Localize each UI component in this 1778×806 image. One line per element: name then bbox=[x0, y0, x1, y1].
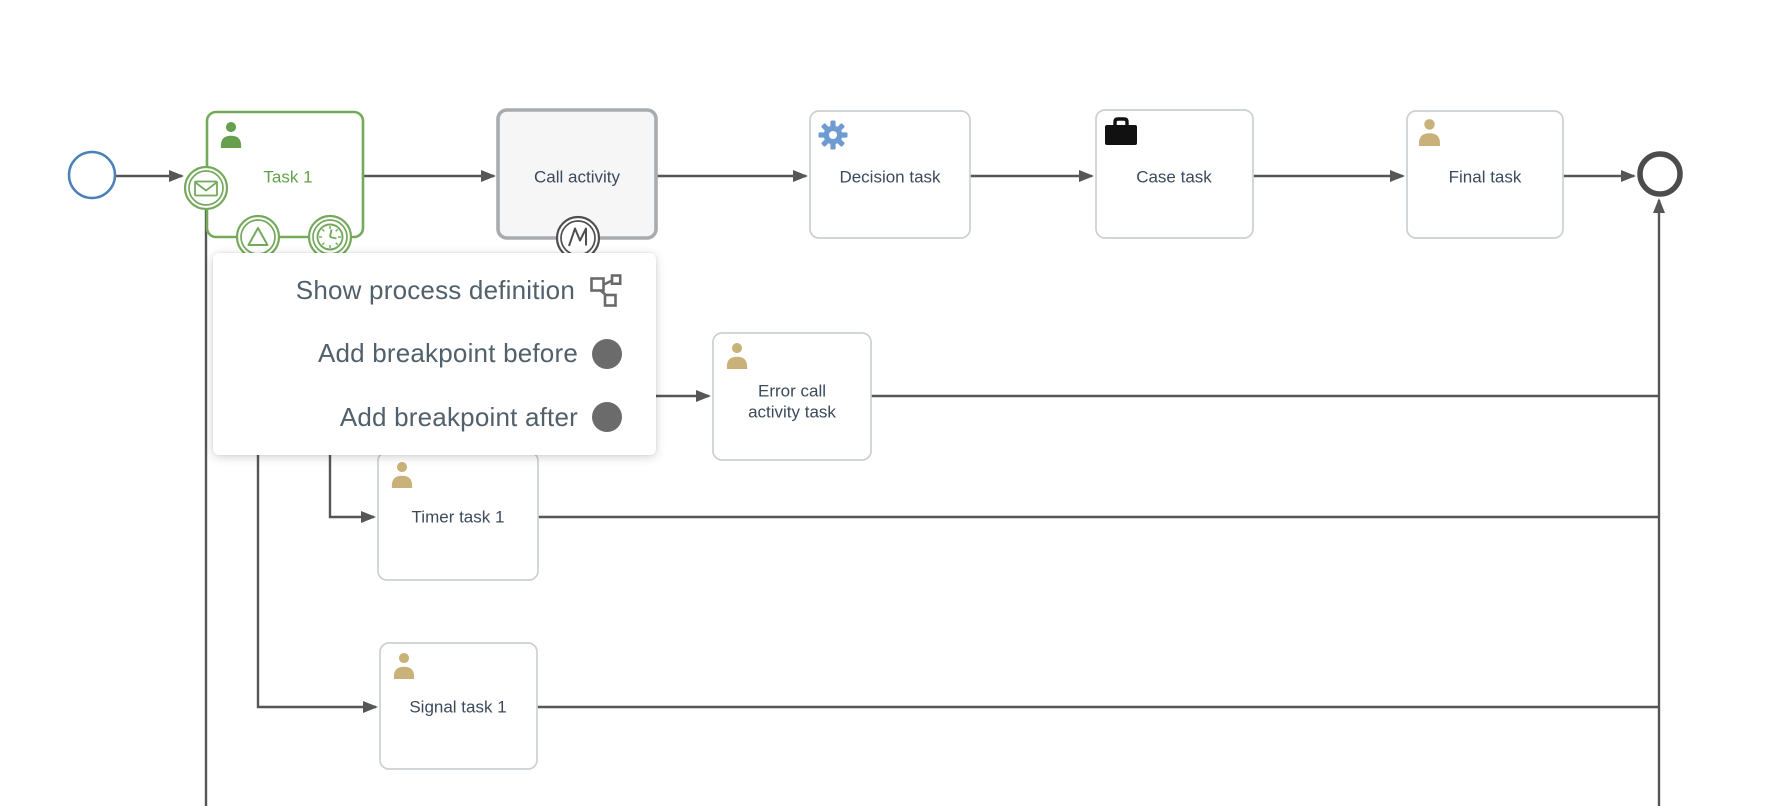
task-label: Timer task 1 bbox=[412, 508, 505, 527]
task-task1[interactable]: Task 1 bbox=[205, 110, 365, 239]
menu-item-label: Add breakpoint after bbox=[339, 401, 578, 432]
task-label: Case task bbox=[1136, 168, 1212, 187]
briefcase-icon bbox=[1105, 117, 1137, 145]
task-signal[interactable]: Signal task 1 bbox=[379, 642, 538, 770]
menu-item-label: Add breakpoint before bbox=[317, 338, 578, 369]
task-final[interactable]: Final task bbox=[1406, 110, 1564, 239]
clock-icon bbox=[316, 223, 344, 251]
menu-item-add-breakpoint-after[interactable]: Add breakpoint after bbox=[213, 387, 656, 447]
context-menu: Show process definition Add breakpoint b… bbox=[213, 253, 656, 455]
task-error-call-activity[interactable]: Error call activity task bbox=[712, 332, 872, 461]
error-lightning-icon bbox=[568, 227, 587, 247]
breakpoint-dot-icon bbox=[592, 338, 622, 369]
envelope-icon bbox=[194, 180, 218, 197]
task-label: Call activity bbox=[534, 168, 620, 187]
process-definition-icon bbox=[590, 274, 622, 307]
end-event[interactable] bbox=[1637, 151, 1683, 197]
signal-triangle-icon bbox=[247, 227, 269, 246]
breakpoint-dot-icon bbox=[592, 402, 622, 433]
signal-boundary-event[interactable] bbox=[235, 214, 281, 260]
menu-item-show-process-definition[interactable]: Show process definition bbox=[213, 261, 656, 321]
timer-boundary-event[interactable] bbox=[307, 214, 353, 260]
menu-item-add-breakpoint-before[interactable]: Add breakpoint before bbox=[213, 324, 656, 384]
task-label: Decision task bbox=[839, 168, 941, 187]
task-label-line2: activity task bbox=[748, 403, 836, 422]
message-boundary-event[interactable] bbox=[183, 165, 229, 211]
task-label: Task 1 bbox=[263, 168, 312, 187]
menu-item-label: Show process definition bbox=[295, 275, 575, 306]
task-timer[interactable]: Timer task 1 bbox=[377, 451, 539, 581]
task-label: Signal task 1 bbox=[409, 698, 506, 717]
task-label-line1: Error call bbox=[758, 382, 826, 401]
gear-icon bbox=[818, 120, 848, 150]
task-case[interactable]: Case task bbox=[1095, 109, 1254, 239]
start-event[interactable] bbox=[67, 150, 117, 200]
task-decision[interactable]: Decision task bbox=[809, 110, 971, 239]
task-label: Final task bbox=[1449, 168, 1522, 187]
